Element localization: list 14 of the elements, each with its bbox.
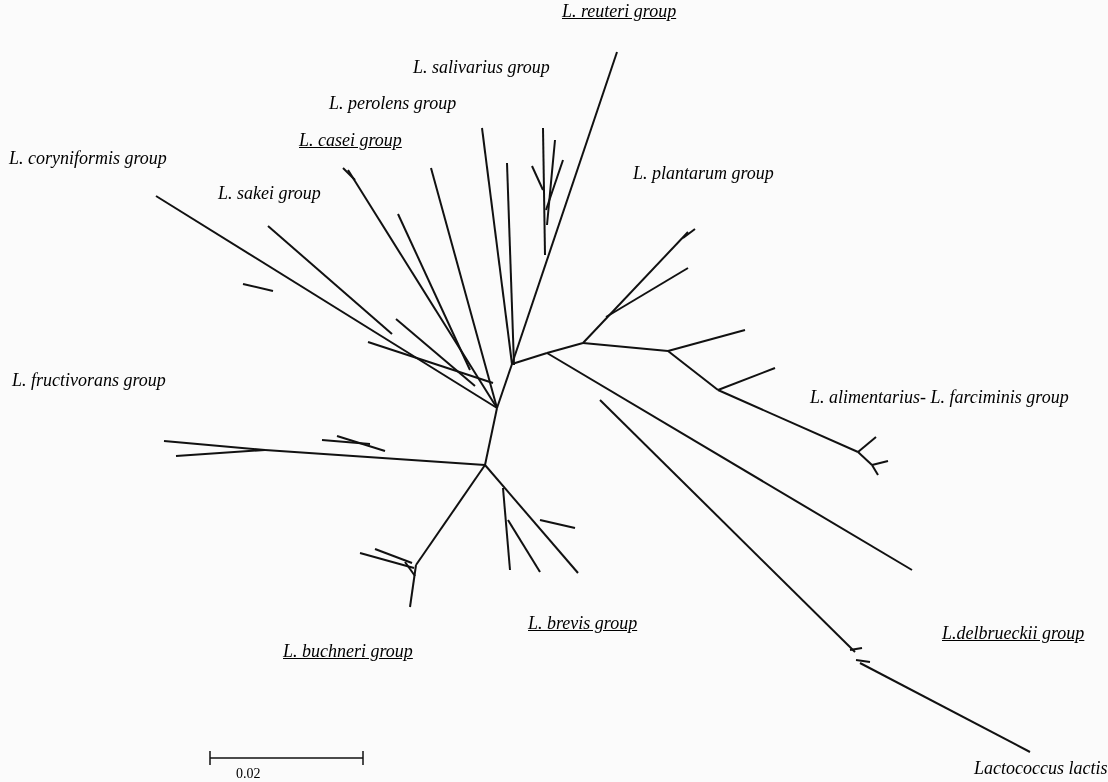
clade-label: L. sakei group xyxy=(218,182,321,204)
clade-label: L. salivarius group xyxy=(413,56,550,78)
clade-label: L. casei group xyxy=(299,129,402,151)
clade-label: L. brevis group xyxy=(528,612,638,634)
scale-value: 0.02 xyxy=(236,765,261,782)
clade-label: L. perolens group xyxy=(329,92,457,114)
clade-label: L. fructivorans group xyxy=(12,369,166,391)
clade-label: L. buchneri group xyxy=(283,640,413,662)
clade-label: L. coryniformis group xyxy=(9,147,167,169)
clade-label: Lactococcus lactis xyxy=(974,757,1108,779)
clade-label: L. plantarum group xyxy=(633,162,774,184)
clade-label: L.delbrueckii group xyxy=(942,622,1085,644)
clade-label: L. alimentarius- L. farciminis group xyxy=(810,386,1070,408)
clade-label: L. reuteri group xyxy=(562,0,677,22)
